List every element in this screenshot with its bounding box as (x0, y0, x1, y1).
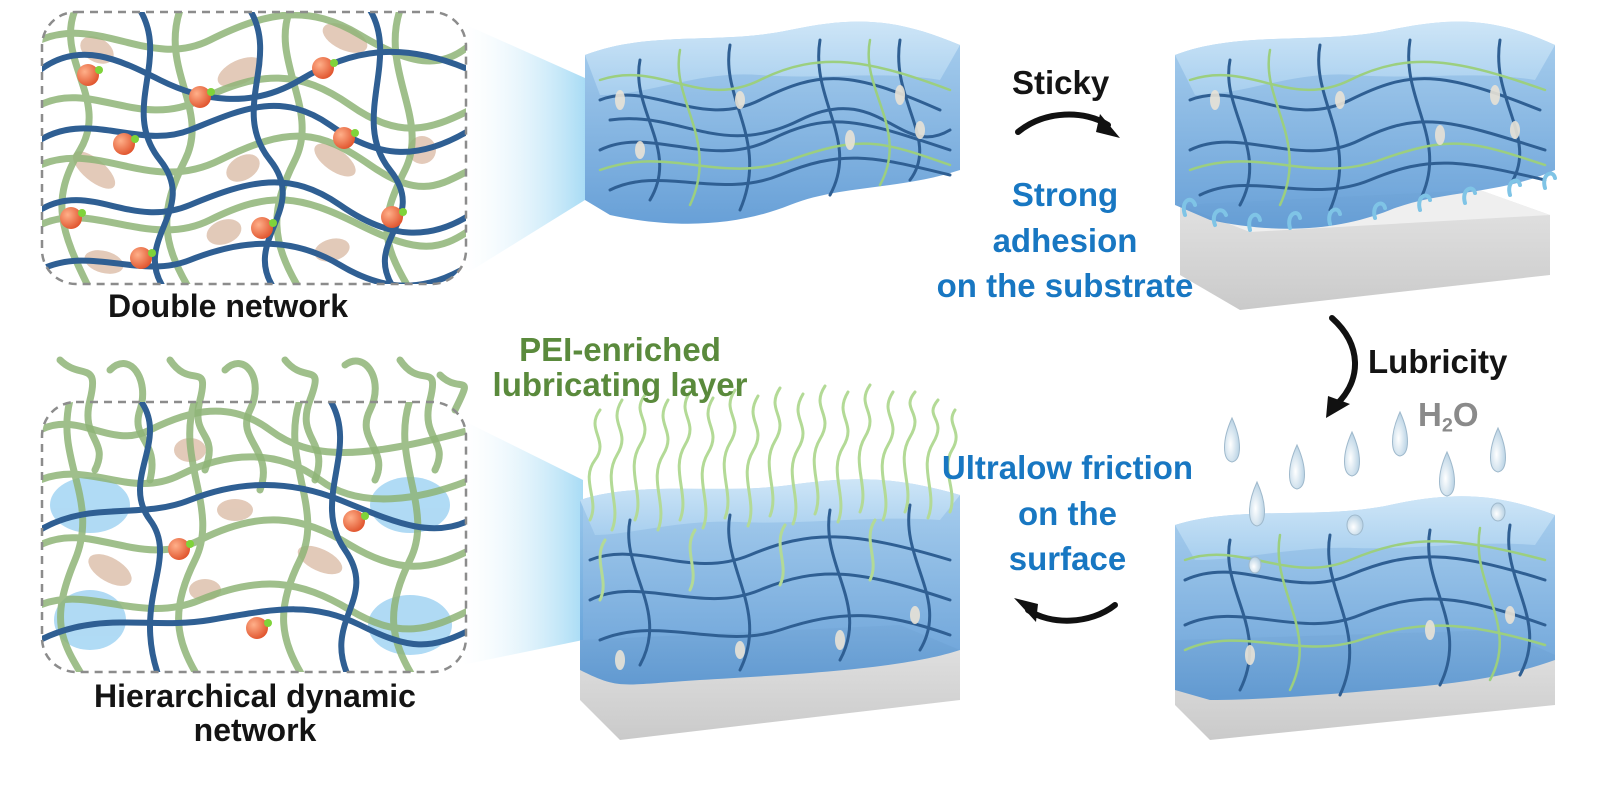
zoom-fan-top (464, 24, 585, 275)
arrow-lubricity (1326, 315, 1358, 418)
friction-line1: Ultralow friction (941, 449, 1194, 486)
adhesion-line1: Strong (1011, 176, 1119, 213)
pei-layer-label: PEI-enriched lubricating layer (470, 331, 770, 403)
lubricity-label: Lubricity (1368, 343, 1508, 380)
hierarchical-caption-line1: Hierarchical dynamic (94, 678, 416, 714)
hierarchical-network-panel (40, 356, 468, 674)
pei-label-line2: lubricating layer (492, 365, 748, 403)
double-network-caption: Double network (108, 288, 349, 324)
arrow-sticky (1015, 111, 1120, 138)
water-label: H2O (1418, 396, 1479, 437)
zoom-fan-bottom (462, 420, 583, 665)
adhesion-line2: adhesion (992, 221, 1138, 259)
friction-label: Ultralow friction on the surface (915, 445, 1220, 582)
hydrogel-with-water-bottom-right (1175, 410, 1555, 740)
water-o: O (1452, 396, 1479, 433)
hierarchical-network-caption: Hierarchical dynamic network (60, 678, 450, 748)
adhesion-line3: on the substrate (936, 267, 1194, 305)
friction-line2: on the (1018, 494, 1117, 532)
friction-line3: surface (1008, 540, 1127, 578)
hydrogel-lubricated-bottom-middle (580, 383, 960, 740)
double-network-panel (40, 10, 468, 286)
sticky-label: Sticky (1012, 64, 1110, 101)
hydrogel-on-substrate-top-right (1175, 21, 1557, 310)
water-h: H (1418, 396, 1442, 433)
adhesion-label: Strong adhesion on the substrate (910, 172, 1220, 309)
water-subscript: 2 (1441, 414, 1453, 437)
pei-label-line1: PEI-enriched (519, 331, 721, 368)
hydrogel-block-top-middle (585, 21, 960, 224)
hierarchical-caption-line2: network (193, 711, 317, 748)
arrow-return (1014, 598, 1118, 624)
